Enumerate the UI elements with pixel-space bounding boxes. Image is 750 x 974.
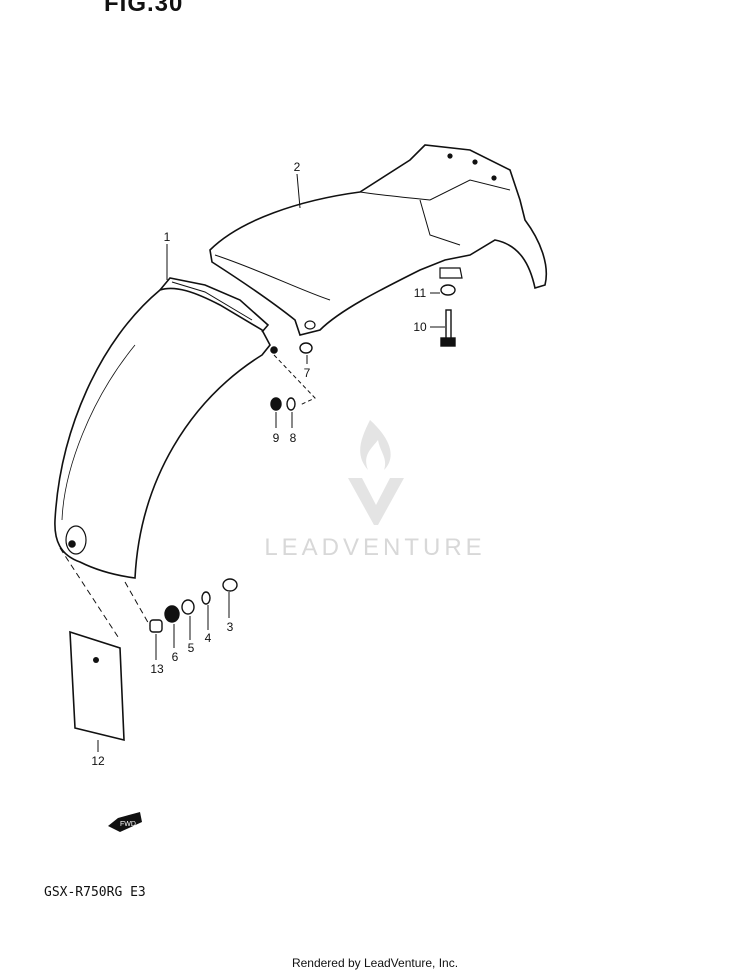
rear-fender-extension	[209, 144, 548, 336]
callout-1: 1	[164, 230, 171, 244]
callout-8: 8	[290, 431, 297, 445]
rear-fender	[54, 277, 278, 579]
plate-bracket	[69, 630, 125, 742]
callout-3: 3	[227, 620, 234, 634]
callout-6: 6	[172, 650, 179, 664]
callout-12: 12	[91, 754, 105, 768]
callout-11: 11	[414, 286, 427, 300]
callout-9: 9	[273, 431, 280, 445]
callout-10: 10	[413, 320, 427, 334]
footer-credit: Rendered by LeadVenture, Inc.	[291, 956, 459, 970]
callout-7: 7	[304, 366, 311, 380]
callout-13: 13	[150, 662, 164, 676]
figure-title: FIG.30	[104, 0, 184, 17]
callout-2: 2	[294, 160, 301, 174]
callout-4: 4	[205, 631, 212, 645]
callout-5: 5	[188, 641, 195, 655]
model-label: GSX-R750RG E3	[44, 885, 146, 900]
leader-lines	[59, 173, 445, 752]
watermark-logo-icon	[348, 420, 404, 525]
fwd-label: FWD	[120, 821, 136, 828]
forward-arrow-icon: FWD	[108, 812, 142, 832]
hardware-parts	[149, 284, 456, 633]
watermark-text: LEADVENTURE	[264, 534, 485, 561]
